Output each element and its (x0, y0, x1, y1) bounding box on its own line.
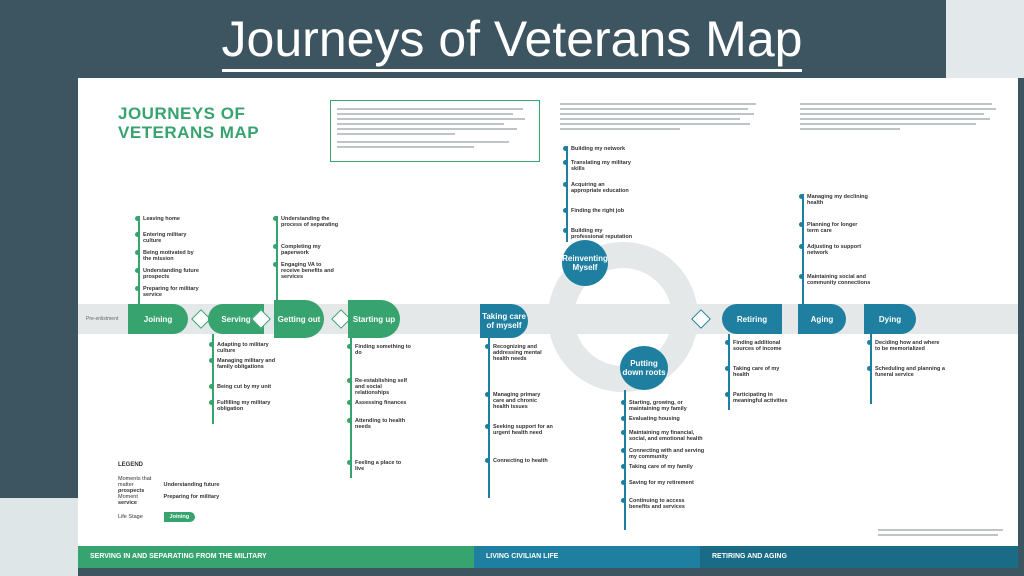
item-building-network: Building my network (563, 146, 633, 152)
item-maintaining-wellbeing: Maintaining my financial, social, and em… (621, 430, 709, 442)
stage-starting-up: Starting up (348, 300, 400, 338)
item-finding-job: Finding the right job (563, 208, 633, 214)
item-connecting-community: Connecting with and serving my community (621, 448, 709, 460)
item-maintaining-social: Maintaining social and community connect… (799, 274, 877, 286)
item-taking-care-family: Taking care of my family (621, 464, 701, 470)
item-fulfilling: Fulfilling my military obligation (209, 400, 277, 412)
legend-row-3-value: Joining (163, 512, 196, 522)
stage-getting-out-label: Getting out (277, 314, 321, 324)
stage-retiring-label: Retiring (736, 314, 768, 324)
item-being-motivated: Being motivated by the mission (135, 250, 203, 262)
item-preparing-service: Preparing for military service (135, 286, 203, 298)
retiring-connector (728, 334, 730, 410)
legend-row-2-value: Preparing for military service (118, 494, 220, 506)
corner-accent-top-right (946, 0, 1024, 78)
item-attending-health: Attending to health needs (347, 418, 411, 430)
item-evaluating-housing: Evaluating housing (621, 416, 701, 422)
stage-putting-down-roots: Putting down roots (620, 346, 668, 390)
stage-dying: Dying (864, 304, 916, 334)
item-assessing-finances: Assessing finances (347, 400, 411, 406)
poster-title-line1: JOURNEYS OF (118, 104, 246, 123)
legend-row-3: Life Stage Joining (118, 512, 238, 522)
item-planning-longer: Planning for longer term care (799, 222, 869, 234)
description-text-3 (800, 100, 1000, 133)
band-retiring-aging: RETIRING AND AGING (700, 546, 1018, 568)
reinventing-connector (566, 146, 568, 242)
stage-taking-care: Taking care of myself (480, 304, 528, 338)
stage-putting-down-roots-label: Putting down roots (622, 359, 666, 377)
legend-row-1: Moments that matter Understanding future… (118, 476, 238, 494)
legend-row-1-value: Understanding future prospects (118, 482, 220, 494)
getting-out-connector (276, 216, 278, 300)
legend-title: LEGEND (118, 462, 144, 468)
item-translating-skills: Translating my military skills (563, 160, 633, 172)
item-starting-family: Starting, growing, or maintaining my fam… (621, 400, 709, 412)
stage-dying-label: Dying (878, 314, 902, 324)
item-finding-income: Finding additional sources of income (725, 340, 797, 352)
item-re-establishing: Re-establishing self and social relation… (347, 378, 413, 396)
starting-up-connector (350, 338, 352, 478)
stage-retiring: Retiring (722, 304, 782, 334)
slide-title: Journeys of Veterans Map (78, 0, 946, 78)
joining-connector (138, 216, 140, 304)
item-feeling-place: Feeling a place to live (347, 460, 411, 472)
slide-title-text: Journeys of Veterans Map (221, 11, 803, 72)
legend-row-2-label: Moment (118, 494, 138, 500)
item-scheduling-funeral: Scheduling and planning a funeral servic… (867, 366, 945, 378)
item-leaving-home: Leaving home (135, 216, 203, 222)
item-saving-retirement: Saving for my retirement (621, 480, 701, 486)
roots-connector (624, 390, 626, 530)
item-managing-declining: Managing my declining health (799, 194, 869, 206)
item-entering-culture: Entering military culture (135, 232, 203, 244)
item-adapting: Adapting to military culture (209, 342, 275, 354)
item-building-reputation: Building my professional reputation (563, 228, 633, 240)
description-text-2 (560, 100, 760, 133)
stage-reinventing-label: Reinventing Myself (562, 254, 608, 272)
stage-joining-label: Joining (143, 314, 173, 324)
band-serving-separating: SERVING IN AND SEPARATING FROM THE MILIT… (78, 546, 474, 568)
item-finding-something: Finding something to do (347, 344, 411, 356)
item-continuing-access: Continuing to access benefits and servic… (621, 498, 701, 510)
stage-joining: Joining (128, 304, 188, 334)
item-understanding-process: Understanding the process of separating (273, 216, 341, 228)
poster-title-line2: VETERANS MAP (118, 123, 260, 142)
legend-row-1-label: Moments that matter (118, 476, 152, 488)
item-connecting-health: Connecting to health (485, 458, 549, 464)
corner-accent-bottom-left (0, 498, 78, 576)
credit-text (878, 526, 1008, 539)
stage-taking-care-label: Taking care of myself (482, 312, 526, 330)
journey-map-poster: JOURNEYS OF VETERANS MAP Pre-enlistment … (78, 78, 1018, 568)
stage-reinventing: Reinventing Myself (562, 240, 608, 286)
item-managing-primary: Managing primary care and chronic health… (485, 392, 553, 410)
stage-getting-out: Getting out (274, 300, 324, 338)
stage-starting-up-label: Starting up (352, 314, 396, 324)
item-engaging-va: Engaging VA to receive benefits and serv… (273, 262, 341, 280)
legend-row-3-label: Life Stage (118, 514, 143, 520)
stage-serving-label: Serving (221, 314, 251, 324)
item-acquiring-education: Acquiring an appropriate education (563, 182, 633, 194)
item-seeking-support: Seeking support for an urgent health nee… (485, 424, 553, 436)
stage-aging: Aging (798, 304, 846, 334)
item-participating: Participating in meaningful activities (725, 392, 797, 404)
band-civilian-life: LIVING CIVILIAN LIFE (474, 546, 700, 568)
item-understanding-prospects: Understanding future prospects (135, 268, 203, 280)
item-deciding-memorialized: Deciding how and where to be memorialize… (867, 340, 945, 352)
item-being-cut: Being cut by my unit (209, 384, 275, 390)
taking-care-connector (488, 338, 490, 498)
stage-aging-label: Aging (810, 314, 834, 324)
aging-connector (802, 194, 804, 304)
item-recognizing-mental: Recognizing and addressing mental health… (485, 344, 553, 362)
poster-title: JOURNEYS OF VETERANS MAP (118, 104, 259, 142)
serving-connector (212, 334, 214, 424)
item-taking-care-health: Taking care of my health (725, 366, 793, 378)
legend-row-2: Moment Preparing for military service (118, 494, 238, 506)
item-completing-paperwork: Completing my paperwork (273, 244, 341, 256)
road-label: Pre-enlistment (86, 316, 119, 322)
item-managing-obligations: Managing military and family obligations (209, 358, 277, 370)
intro-description-box (330, 100, 540, 162)
item-adjusting-support: Adjusting to support network (799, 244, 869, 256)
